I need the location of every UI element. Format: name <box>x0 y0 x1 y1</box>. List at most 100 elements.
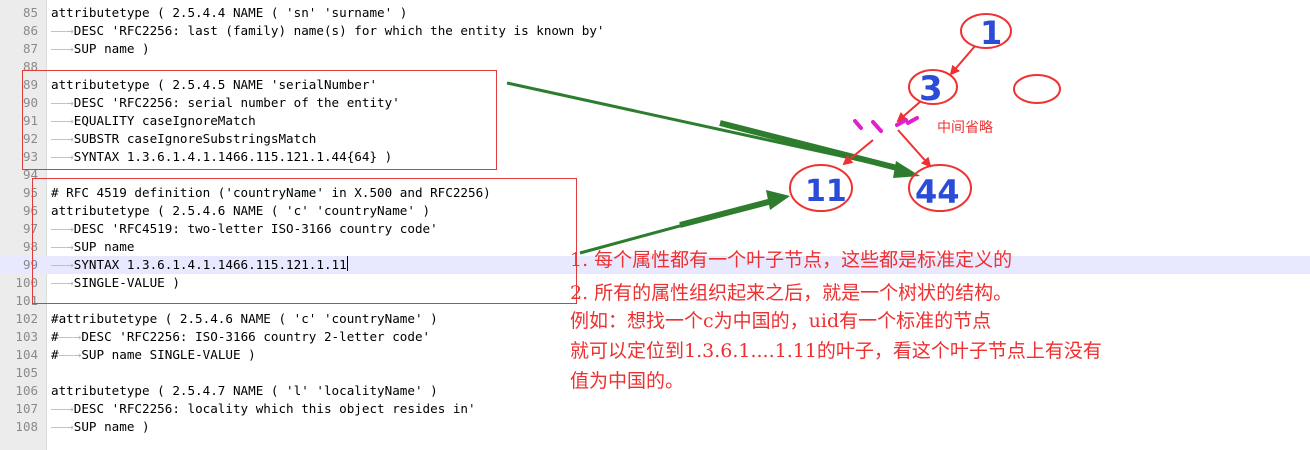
code-text-content[interactable]: DESC 'RFC2256: last (family) name(s) for… <box>73 23 605 38</box>
code-line[interactable]: 104 #——→SUP name SINGLE-VALUE ) <box>0 346 1310 364</box>
code-text-content[interactable]: DESC 'RFC2256: locality which this objec… <box>73 401 476 416</box>
code-line[interactable]: 103 #——→DESC 'RFC2256: ISO-3166 country 2… <box>0 328 1310 346</box>
note-line-5: 值为中国的。 <box>570 370 685 392</box>
line-number: 92 <box>22 131 38 146</box>
code-text-content[interactable]: DESC 'RFC2256: serial number of the enti… <box>73 95 400 110</box>
text-caret <box>346 256 348 271</box>
code-text-content[interactable]: # RFC 4519 definition ('countryName' in … <box>51 185 491 200</box>
code-text[interactable]: ——→SYNTAX 1.3.6.1.4.1.1466.115.121.1.11 <box>51 256 348 272</box>
code-text[interactable]: attributetype ( 2.5.4.5 NAME 'serialNumb… <box>51 76 377 94</box>
code-text[interactable]: ——→EQUALITY caseIgnoreMatch <box>51 113 256 128</box>
code-line[interactable]: 95 # RFC 4519 definition ('countryName' i… <box>0 184 1310 202</box>
code-text[interactable]: #——→DESC 'RFC2256: ISO-3166 country 2-le… <box>51 329 431 344</box>
code-text[interactable]: #——→SUP name SINGLE-VALUE ) <box>51 347 256 362</box>
line-number: 98 <box>22 239 38 254</box>
code-line[interactable]: 90 ——→DESC 'RFC2256: serial number of the… <box>0 94 1310 112</box>
code-line[interactable]: 96 attributetype ( 2.5.4.6 NAME ( 'c' 'co… <box>0 202 1310 220</box>
code-text-content[interactable]: SUP name SINGLE-VALUE ) <box>81 347 256 362</box>
code-text[interactable]: ——→SUP name <box>51 239 135 254</box>
line-number: 96 <box>22 203 38 218</box>
code-text[interactable]: #attributetype ( 2.5.4.6 NAME ( 'c' 'cou… <box>51 310 438 328</box>
green-arrow-serialnumber <box>506 81 920 178</box>
code-line[interactable]: 92 ——→SUBSTR caseIgnoreSubstringsMatch <box>0 130 1310 148</box>
code-text-content[interactable]: SUP name <box>73 239 135 254</box>
code-text-content[interactable]: SINGLE-VALUE ) <box>73 275 180 290</box>
node-44-circle <box>908 164 972 212</box>
code-line[interactable]: 86 ——→DESC 'RFC2256: last (family) name(s… <box>0 22 1310 40</box>
code-line[interactable]: 108 ——→SUP name ) <box>0 418 1310 436</box>
line-number: 104 <box>15 347 38 362</box>
line-number: 95 <box>22 185 38 200</box>
code-text-content[interactable]: attributetype ( 2.5.4.4 NAME ( 'sn' 'sur… <box>51 5 408 20</box>
code-text-content[interactable]: SYNTAX 1.3.6.1.4.1.1466.115.121.1.11 <box>73 257 347 272</box>
edge-dashes-44 <box>897 129 932 168</box>
code-text-content[interactable]: attributetype ( 2.5.4.6 NAME ( 'c' 'coun… <box>51 203 431 218</box>
line-number: 86 <box>22 23 38 38</box>
node-empty-circle <box>1013 74 1061 104</box>
line-number-gutter <box>0 0 47 450</box>
code-line[interactable]: 102 #attributetype ( 2.5.4.6 NAME ( 'c' '… <box>0 310 1310 328</box>
code-text[interactable]: attributetype ( 2.5.4.4 NAME ( 'sn' 'sur… <box>51 4 407 22</box>
node-1-label: 1 <box>980 14 1002 52</box>
code-text[interactable]: ——→DESC 'RFC4519: two-letter ISO-3166 co… <box>51 221 438 236</box>
code-text[interactable]: attributetype ( 2.5.4.7 NAME ( 'l' 'loca… <box>51 382 438 400</box>
note-line-1: 1. 每个属性都有一个叶子节点，这些都是标准定义的 <box>570 249 1013 271</box>
code-text-content[interactable]: EQUALITY caseIgnoreMatch <box>73 113 256 128</box>
code-line[interactable]: 98 ——→SUP name <box>0 238 1310 256</box>
edge-1-3 <box>949 45 976 76</box>
code-text-content[interactable]: SUP name ) <box>73 41 150 56</box>
green-arrow-countryname <box>579 190 790 255</box>
code-line[interactable]: 87 ——→SUP name ) <box>0 40 1310 58</box>
code-text-content[interactable]: #attributetype ( 2.5.4.6 NAME ( 'c' 'cou… <box>51 311 438 326</box>
node-11-label: 11 <box>805 174 847 209</box>
line-number: 108 <box>15 419 38 434</box>
line-number: 85 <box>22 5 38 20</box>
code-text[interactable]: ——→SUP name ) <box>51 41 150 56</box>
code-text[interactable]: ——→SINGLE-VALUE ) <box>51 275 180 290</box>
code-text-content[interactable]: attributetype ( 2.5.4.7 NAME ( 'l' 'loca… <box>51 383 438 398</box>
code-text-content[interactable]: attributetype ( 2.5.4.5 NAME 'serialNumb… <box>51 77 378 92</box>
code-text[interactable]: ——→DESC 'RFC2256: locality which this ob… <box>51 401 476 416</box>
code-line[interactable]: 105 <box>0 364 1310 382</box>
note-line-4: 就可以定位到1.3.6.1....1.11的叶子，看这个叶子节点上有没有 <box>570 340 1102 362</box>
line-number: 89 <box>22 77 38 92</box>
line-number: 93 <box>22 149 38 164</box>
node-44-label: 44 <box>915 173 960 211</box>
code-text-content[interactable]: DESC 'RFC2256: ISO-3166 country 2-letter… <box>81 329 431 344</box>
countryname-highlight-box <box>32 178 577 304</box>
code-text[interactable]: ——→SUBSTR caseIgnoreSubstringsMatch <box>51 131 317 146</box>
code-line[interactable]: 89 attributetype ( 2.5.4.5 NAME 'serialNu… <box>0 76 1310 94</box>
note-line-3: 例如：想找一个c为中国的，uid有一个标准的节点 <box>570 310 992 332</box>
code-text[interactable]: ——→DESC 'RFC2256: serial number of the e… <box>51 95 400 110</box>
line-number: 102 <box>15 311 38 326</box>
code-text[interactable]: ——→SUP name ) <box>51 419 150 434</box>
code-line[interactable]: 85 attributetype ( 2.5.4.4 NAME ( 'sn' 's… <box>0 4 1310 22</box>
code-line[interactable]: 99——→SYNTAX 1.3.6.1.4.1.1466.115.121.1.1… <box>0 256 1310 274</box>
code-line[interactable]: 93 ——→SYNTAX 1.3.6.1.4.1.1466.115.121.1.4… <box>0 148 1310 166</box>
code-text[interactable]: # RFC 4519 definition ('countryName' in … <box>51 184 491 202</box>
code-line[interactable]: 107——→DESC 'RFC2256: locality which this… <box>0 400 1310 418</box>
code-text[interactable]: attributetype ( 2.5.4.6 NAME ( 'c' 'coun… <box>51 202 430 220</box>
code-text[interactable]: ——→DESC 'RFC2256: last (family) name(s) … <box>51 23 605 38</box>
omission-dashes <box>853 116 919 133</box>
line-number: 87 <box>22 41 38 56</box>
code-text-content[interactable]: SYNTAX 1.3.6.1.4.1.1466.115.121.1.44{64}… <box>73 149 393 164</box>
node-1-circle <box>960 13 1012 49</box>
line-number: 105 <box>15 365 38 380</box>
edge-3-dashes <box>896 100 922 123</box>
line-number: 90 <box>22 95 38 110</box>
code-text-content[interactable]: DESC 'RFC4519: two-letter ISO-3166 count… <box>73 221 438 236</box>
code-line[interactable]: 97 ——→DESC 'RFC4519: two-letter ISO-3166 … <box>0 220 1310 238</box>
edge-dashes-11 <box>842 139 874 166</box>
code-text[interactable]: ——→SYNTAX 1.3.6.1.4.1.1466.115.121.1.44{… <box>51 149 393 164</box>
line-number: 103 <box>15 329 38 344</box>
code-text-content[interactable]: SUBSTR caseIgnoreSubstringsMatch <box>73 131 317 146</box>
line-number: 97 <box>22 221 38 236</box>
note-line-2: 2. 所有的属性组织起来之后，就是一个树状的结构。 <box>570 282 1013 304</box>
code-text-content[interactable]: SUP name ) <box>73 419 150 434</box>
node-3-label: 3 <box>919 69 943 109</box>
code-line[interactable]: 91——→EQUALITY caseIgnoreMatch <box>0 112 1310 130</box>
node-11-circle <box>789 164 853 212</box>
